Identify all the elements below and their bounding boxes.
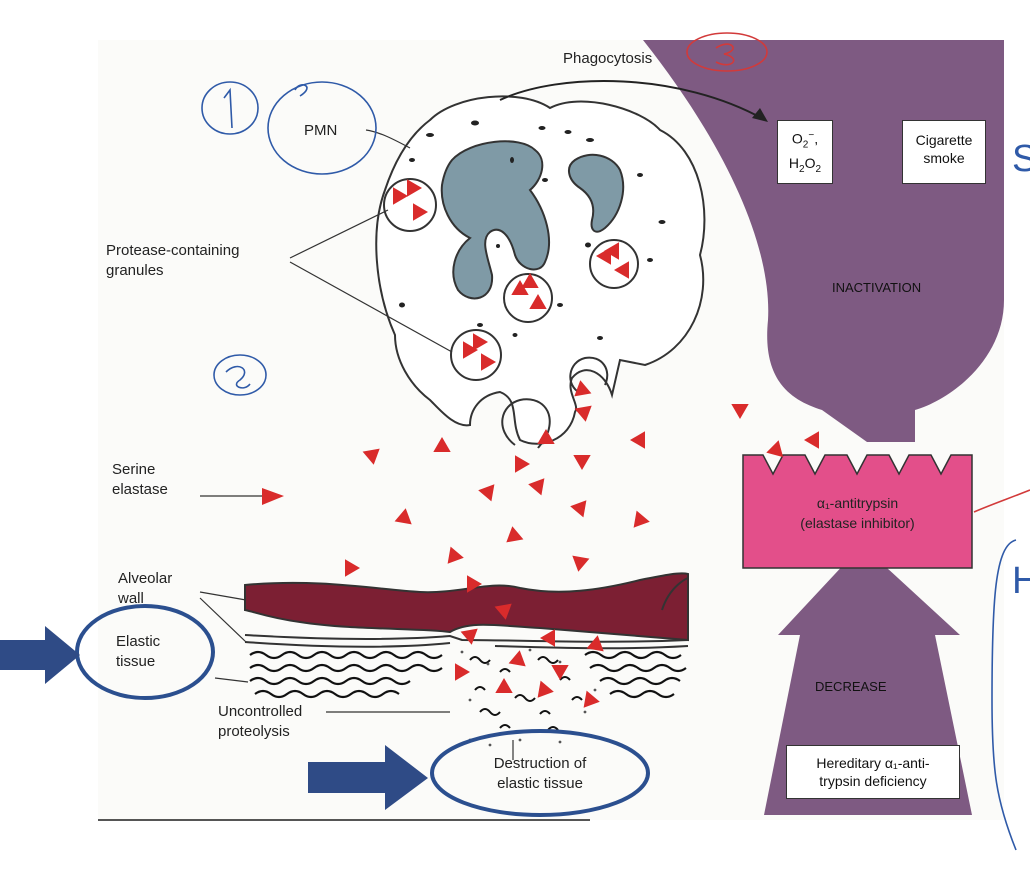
elastase-triangle (537, 429, 555, 444)
fragmented-fibers (469, 656, 583, 731)
cigarette-label-line1: Cigarette (915, 132, 973, 148)
elastase-triangle (540, 629, 555, 647)
elastase-triangle (455, 663, 470, 681)
elastase-triangle (506, 526, 524, 543)
elastic-fibers (249, 650, 687, 699)
phagocytosis-arrow (499, 80, 766, 121)
uncontrolled-label-line1: Uncontrolled (218, 703, 303, 720)
elastase-triangle (394, 508, 412, 525)
red-annotation-line (973, 489, 1030, 513)
elastic-label-line1: Elastic (116, 633, 161, 650)
hereditary-deficiency-box: Hereditary α₁-anti- trypsin deficiency (786, 745, 960, 799)
uncontrolled-label-line2: proteolysis (218, 723, 290, 740)
elastase-triangle (393, 187, 408, 205)
elastase-molecules (345, 179, 819, 708)
elastase-triangle (447, 546, 464, 564)
destruction-arrow (308, 745, 428, 810)
hereditary-label-line2: trypsin deficiency (819, 773, 927, 789)
inactivation-label: INACTIVATION (832, 280, 922, 295)
elastase-triangle (467, 575, 482, 593)
elastase-triangle (413, 203, 428, 221)
elastase-triangle (570, 500, 587, 518)
elastase-triangle (731, 404, 749, 419)
leader-lines (199, 129, 514, 760)
elastase-triangle (537, 680, 554, 698)
elastase-triangle (630, 431, 645, 449)
destruction-label-line1: Destruction of (493, 755, 587, 772)
alveolar-label-line1: Alveolar (118, 570, 173, 587)
cytoplasm-granules (399, 120, 666, 340)
marginal-annotation-s: S (1012, 138, 1030, 180)
elastase-triangle (574, 380, 592, 397)
elastase-triangle (573, 455, 591, 470)
elastase-triangle (433, 437, 451, 452)
elastase-triangle (614, 261, 629, 279)
elastase-triangle (604, 242, 619, 260)
ros-o2-sup: − (808, 130, 815, 141)
elastase-triangle (511, 280, 529, 295)
elastase-triangle (481, 353, 496, 371)
red-annotation-mark (715, 43, 735, 66)
destruction-label-line2: elastic tissue (497, 775, 583, 792)
phagocytosis-label: Phagocytosis (563, 50, 653, 67)
elastase-triangle (804, 431, 819, 449)
elastic-label-line2: tissue (116, 653, 156, 670)
antitrypsin-block (742, 454, 973, 569)
elastase-triangle (583, 690, 600, 708)
elastase-triangle (572, 555, 590, 572)
elastic-tissue-highlight (75, 604, 215, 700)
cigarette-smoke-box: Cigarette smoke (902, 120, 986, 184)
alveolar-label-line2: wall (118, 590, 144, 607)
elastase-triangle (521, 273, 539, 288)
red-annotation-circle (686, 32, 768, 72)
ros-h-symbol: H (788, 155, 800, 172)
elastase-triangle (473, 333, 488, 351)
elastase-triangle (495, 678, 513, 693)
antitrypsin-label-line2: (elastase inhibitor) (800, 515, 915, 531)
elastase-triangle (586, 635, 604, 652)
elastase-triangle (460, 628, 478, 645)
pmn-nucleus (440, 140, 625, 300)
phagocytosis-arrowhead (752, 108, 768, 122)
elastase-triangle (766, 440, 784, 458)
elastase-triangle (494, 603, 512, 620)
elastase-triangle (574, 405, 592, 422)
protease-label-line2: granules (106, 262, 164, 279)
elastase-triangle (407, 179, 422, 197)
elastase-triangle (463, 341, 478, 359)
antitrypsin-label-line1: α₁-antitrypsin (816, 495, 899, 511)
ros-o-symbol: O (804, 155, 816, 172)
cigarette-label-line2: smoke (923, 150, 965, 166)
ros-o2-symbol: O (791, 130, 803, 147)
elastase-triangle (345, 559, 360, 577)
serine-label-line1: Serine (112, 461, 156, 478)
alveolar-wall (244, 572, 689, 642)
ros-o-sub: 2 (815, 164, 822, 176)
elastase-triangle (478, 484, 495, 502)
ros-h-sub: 2 (799, 164, 805, 176)
marginal-annotation-h: H (1012, 560, 1030, 602)
serine-label-line2: elastase (112, 481, 168, 498)
handwritten-annotations (201, 81, 1017, 851)
elastase-triangle (508, 650, 526, 667)
ros-o2-sub: 2 (802, 139, 809, 151)
elastase-triangle (515, 455, 530, 473)
elastic-tissue-arrow (0, 626, 80, 684)
hereditary-label-line1: Hereditary α₁-anti- (816, 755, 930, 771)
elastase-triangle (633, 510, 650, 528)
alveolar-cell-edge (661, 577, 689, 611)
destruction-highlight (430, 729, 650, 817)
serine-elastase-pointer (262, 488, 284, 505)
elastase-triangle (528, 478, 545, 496)
elastase-triangle (529, 294, 547, 309)
pmn-label: PMN (304, 122, 338, 139)
elastase-triangle (362, 448, 380, 465)
reactive-oxygen-box: O2−, H2O2 (777, 120, 833, 184)
decrease-label: DECREASE (815, 679, 887, 694)
elastase-triangle (551, 665, 569, 680)
protease-label-line1: Protease-containing (106, 242, 240, 259)
